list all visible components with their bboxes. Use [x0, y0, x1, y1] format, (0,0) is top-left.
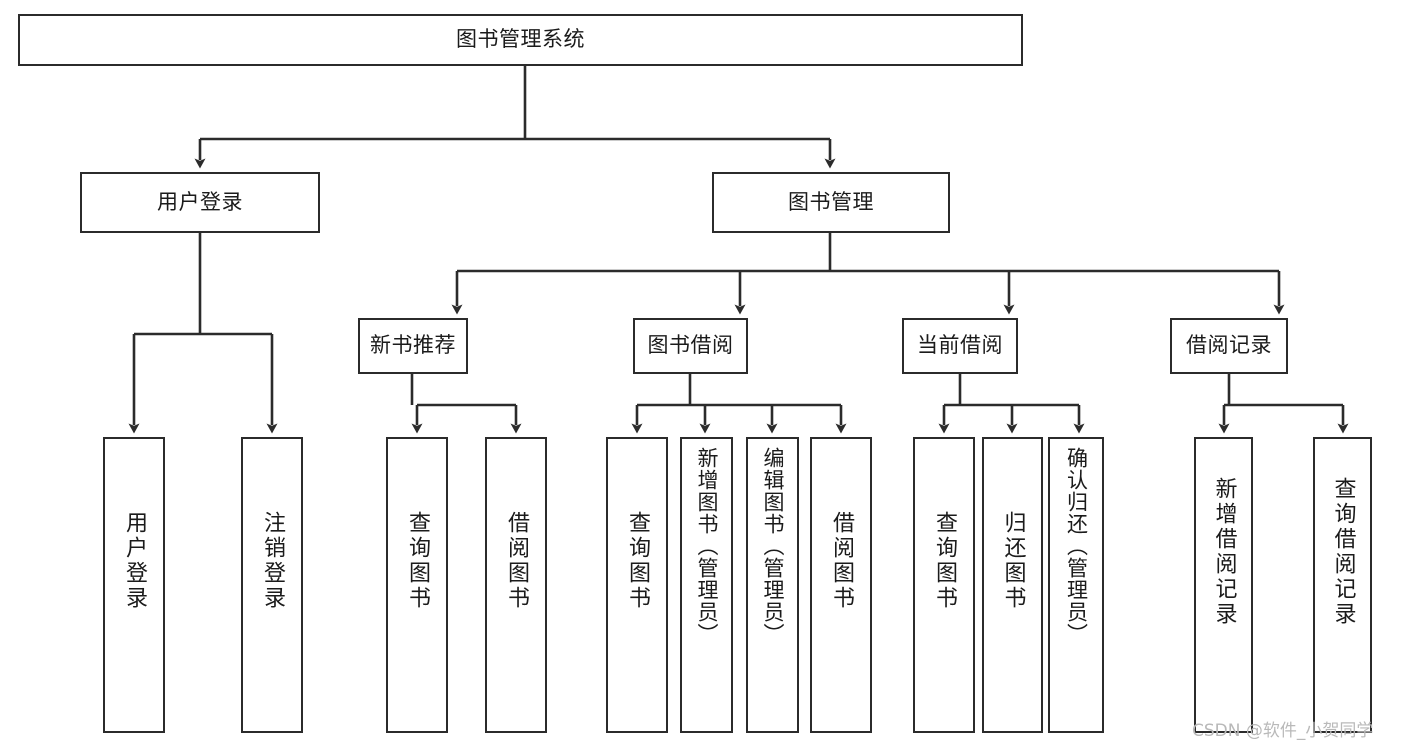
node-current-borrow-label: 当前借阅	[917, 333, 1003, 358]
node-leaf-return-book[interactable]: 归还图书	[982, 437, 1043, 733]
node-book-borrow[interactable]: 图书借阅	[633, 318, 748, 374]
node-leaf-query-book-1[interactable]: 查询图书	[386, 437, 448, 733]
node-borrow-record[interactable]: 借阅记录	[1170, 318, 1288, 374]
node-leaf-logout-label: 注销登录	[260, 511, 285, 611]
node-leaf-add-book-label: 新增图书（管理员）	[695, 447, 719, 645]
node-leaf-borrow-book-2[interactable]: 借阅图书	[810, 437, 872, 733]
node-leaf-query-book-2[interactable]: 查询图书	[606, 437, 668, 733]
node-leaf-add-record[interactable]: 新增借阅记录	[1194, 437, 1253, 733]
node-user-login[interactable]: 用户登录	[80, 172, 320, 233]
node-leaf-query-record-label: 查询借阅记录	[1330, 477, 1356, 627]
node-leaf-confirm-return-label: 确认归还（管理员）	[1064, 447, 1089, 645]
node-root-label: 图书管理系统	[456, 27, 585, 52]
node-book-borrow-label: 图书借阅	[647, 333, 734, 358]
node-leaf-query-book-3[interactable]: 查询图书	[913, 437, 975, 733]
watermark-text: CSDN @软件_小贺同学	[1192, 721, 1374, 741]
node-book-manage-label: 图书管理	[788, 189, 874, 214]
node-user-login-label: 用户登录	[157, 189, 243, 214]
node-leaf-query-record[interactable]: 查询借阅记录	[1313, 437, 1372, 733]
node-current-borrow[interactable]: 当前借阅	[902, 318, 1018, 374]
node-leaf-user-login-label: 用户登录	[122, 511, 147, 611]
node-leaf-query-book-3-label: 查询图书	[932, 511, 957, 611]
node-leaf-add-record-label: 新增借阅记录	[1211, 477, 1237, 627]
node-root[interactable]: 图书管理系统	[18, 14, 1023, 66]
node-leaf-user-login[interactable]: 用户登录	[103, 437, 165, 733]
node-leaf-borrow-book-1-label: 借阅图书	[504, 511, 529, 611]
node-leaf-borrow-book-1[interactable]: 借阅图书	[485, 437, 547, 733]
node-leaf-edit-book[interactable]: 编辑图书（管理员）	[746, 437, 799, 733]
node-leaf-confirm-return[interactable]: 确认归还（管理员）	[1048, 437, 1104, 733]
node-leaf-logout[interactable]: 注销登录	[241, 437, 303, 733]
node-leaf-query-book-1-label: 查询图书	[405, 511, 430, 611]
node-leaf-add-book[interactable]: 新增图书（管理员）	[680, 437, 733, 733]
node-new-book-recommend[interactable]: 新书推荐	[358, 318, 468, 374]
node-book-manage[interactable]: 图书管理	[712, 172, 950, 233]
node-leaf-edit-book-label: 编辑图书（管理员）	[761, 447, 785, 645]
node-leaf-query-book-2-label: 查询图书	[625, 511, 650, 611]
node-leaf-borrow-book-2-label: 借阅图书	[829, 511, 854, 611]
node-new-book-recommend-label: 新书推荐	[370, 333, 456, 358]
node-borrow-record-label: 借阅记录	[1186, 333, 1272, 358]
node-leaf-return-book-label: 归还图书	[1000, 511, 1026, 611]
